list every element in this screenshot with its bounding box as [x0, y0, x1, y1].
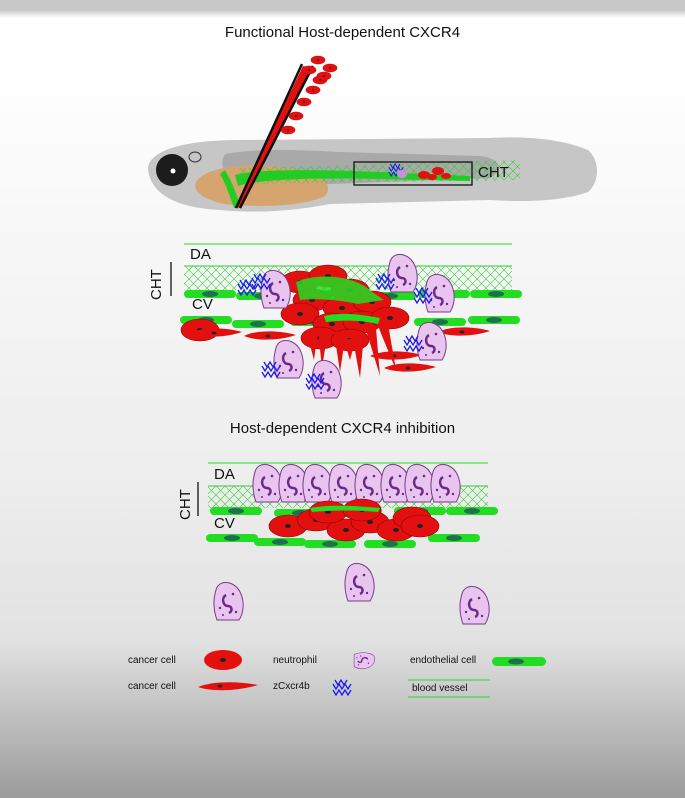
title-inhibition: Host-dependent CXCR4 inhibition — [229, 420, 456, 437]
cht-panel-functional — [170, 243, 522, 400]
injection-needle — [234, 55, 338, 209]
legend-endothelial-cell: endothelial cell — [410, 655, 477, 666]
title-functional: Functional Host-dependent CXCR4 — [224, 24, 461, 41]
legend-cancer-cell-round: cancer cell — [128, 655, 176, 666]
cht-label-top: CHT — [148, 269, 165, 300]
cht-label-bottom: CHT — [177, 489, 194, 520]
legend-zcxcr4b: zCxcr4b — [273, 681, 310, 692]
cv-label-top: CV — [192, 296, 213, 313]
cht-panel-inhibition — [197, 462, 498, 626]
cht-box-label: CHT — [478, 164, 509, 181]
zebrafish-larva — [148, 137, 597, 212]
cht-box — [353, 161, 473, 186]
legend-neutrophil: neutrophil — [273, 655, 317, 666]
cv-label-bottom: CV — [214, 515, 235, 532]
da-label-bottom: DA — [214, 466, 235, 483]
legend-blood-vessel: blood vessel — [412, 683, 468, 694]
legend-cancer-cell-elongated: cancer cell — [128, 681, 176, 692]
da-label-top: DA — [190, 246, 211, 263]
legend-icons — [198, 650, 546, 698]
